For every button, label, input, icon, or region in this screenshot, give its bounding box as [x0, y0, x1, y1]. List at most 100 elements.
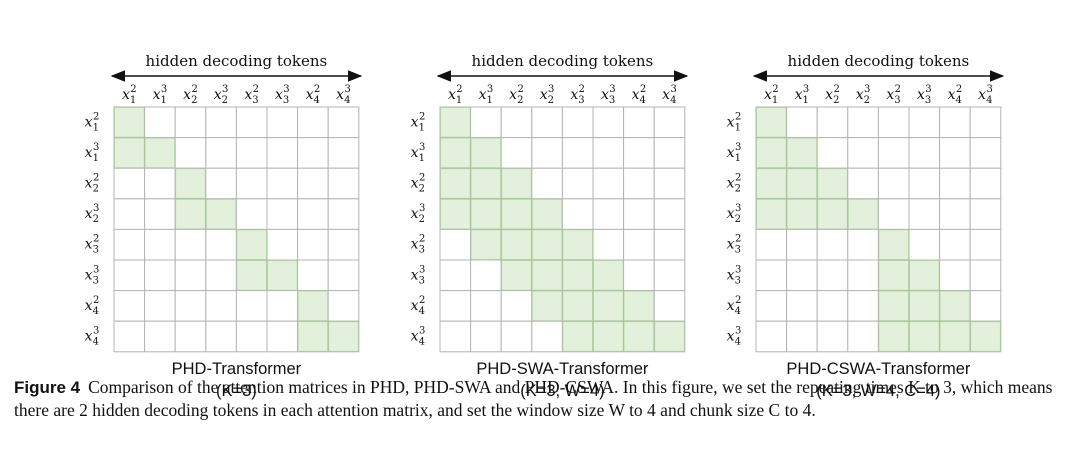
row-token-label: x33 — [411, 264, 426, 286]
matrix-params: (K=3, W=4) — [520, 382, 604, 400]
attention-cell — [174, 290, 207, 322]
attention-cell-outline — [501, 168, 532, 199]
attention-cell — [755, 320, 788, 353]
attention-cell — [653, 228, 686, 261]
attention-cell — [816, 290, 849, 322]
attention-cell-active — [623, 320, 655, 353]
attention-cell-outline — [531, 229, 563, 260]
attention-cell — [561, 137, 594, 169]
row-token-label: x22 — [411, 173, 426, 195]
attention-cell-outline — [878, 321, 909, 352]
row-token-label: x33 — [85, 264, 100, 286]
attention-cell-active — [470, 137, 502, 169]
column-token-label: x13 — [479, 84, 494, 106]
attention-cell — [113, 228, 146, 261]
attention-cell-active — [816, 198, 849, 230]
attention-cell-active — [786, 198, 818, 230]
attention-cell-outline — [297, 290, 329, 322]
column-token-label: x12 — [764, 84, 779, 106]
attention-cell-active — [500, 259, 533, 292]
row-token-label: x43 — [85, 326, 100, 348]
attention-cell-active — [327, 320, 360, 353]
attention-cell-outline — [236, 229, 267, 260]
attention-cell-outline — [328, 321, 359, 352]
attention-cell-active — [113, 106, 146, 139]
attention-cell — [877, 167, 910, 200]
attention-cell — [144, 228, 176, 261]
attention-cell — [623, 167, 655, 200]
attention-cell-active — [439, 106, 472, 139]
attention-cell — [235, 167, 268, 200]
attention-cell-outline — [470, 198, 502, 230]
attention-cell — [327, 167, 360, 200]
attention-cell — [439, 290, 472, 322]
attention-cell — [969, 198, 1002, 230]
attention-cell — [439, 259, 472, 292]
attention-cell — [266, 137, 299, 169]
attention-cell-outline — [847, 198, 879, 230]
row-token-label: x22 — [727, 173, 742, 195]
attention-cell-outline — [878, 260, 909, 291]
column-token-label: x22 — [183, 84, 198, 106]
attention-cell — [969, 106, 1002, 139]
attention-cell — [174, 228, 207, 261]
attention-cell — [816, 137, 849, 169]
row-token-label: x13 — [411, 142, 426, 164]
attention-cell-outline — [878, 229, 909, 260]
attention-cell-outline — [786, 198, 818, 230]
row-token-label: x13 — [85, 142, 100, 164]
column-token-label: x42 — [306, 84, 321, 106]
row-token-label: x23 — [411, 203, 426, 225]
attention-cell-active — [592, 259, 625, 292]
attention-cell-outline — [562, 290, 593, 322]
attention-cell-outline — [205, 198, 237, 230]
attention-cell — [500, 290, 533, 322]
attention-cell — [235, 290, 268, 322]
matrix-title: PHD-CSWA-Transformer — [786, 360, 970, 378]
attention-cell — [908, 228, 941, 261]
attention-cell — [327, 228, 360, 261]
attention-cell-outline — [501, 229, 532, 260]
attention-cell — [969, 290, 1002, 322]
column-token-label: x43 — [978, 84, 993, 106]
attention-cell — [144, 167, 176, 200]
attention-cell — [755, 290, 788, 322]
row-token-label: x42 — [727, 295, 742, 317]
matrix-title: PHD-Transformer — [172, 360, 302, 378]
attention-cell — [592, 106, 625, 139]
attention-cell-active — [847, 198, 879, 230]
row-token-label: x43 — [727, 326, 742, 348]
attention-cell — [144, 320, 176, 353]
column-token-label: x42 — [948, 84, 963, 106]
attention-cell — [653, 290, 686, 322]
row-token-label: x42 — [411, 295, 426, 317]
attention-cell — [205, 106, 237, 139]
attention-cell — [623, 198, 655, 230]
attention-cell-active — [297, 320, 329, 353]
attention-cell — [653, 259, 686, 292]
attention-cell — [786, 320, 818, 353]
attention-cell — [969, 259, 1002, 292]
attention-cell-outline — [501, 260, 532, 291]
attention-cell-active — [235, 259, 268, 292]
attention-cell-outline — [593, 260, 624, 291]
attention-cell — [174, 137, 207, 169]
attention-cell-active — [592, 320, 625, 353]
attention-cell-active — [500, 228, 533, 261]
attention-cell — [786, 290, 818, 322]
attention-cell — [174, 320, 207, 353]
attention-cell-active — [205, 198, 237, 230]
attention-cell — [297, 259, 329, 292]
attention-cell — [561, 106, 594, 139]
attention-cell — [877, 198, 910, 230]
column-token-label: x43 — [336, 84, 351, 106]
attention-cell — [500, 106, 533, 139]
attention-cell — [113, 198, 146, 230]
column-token-label: x22 — [825, 84, 840, 106]
attention-cell — [755, 259, 788, 292]
attention-cell-outline — [440, 198, 471, 230]
attention-cell — [266, 290, 299, 322]
attention-cell — [653, 137, 686, 169]
attention-cell-active — [908, 290, 941, 322]
column-token-label: x12 — [122, 84, 137, 106]
